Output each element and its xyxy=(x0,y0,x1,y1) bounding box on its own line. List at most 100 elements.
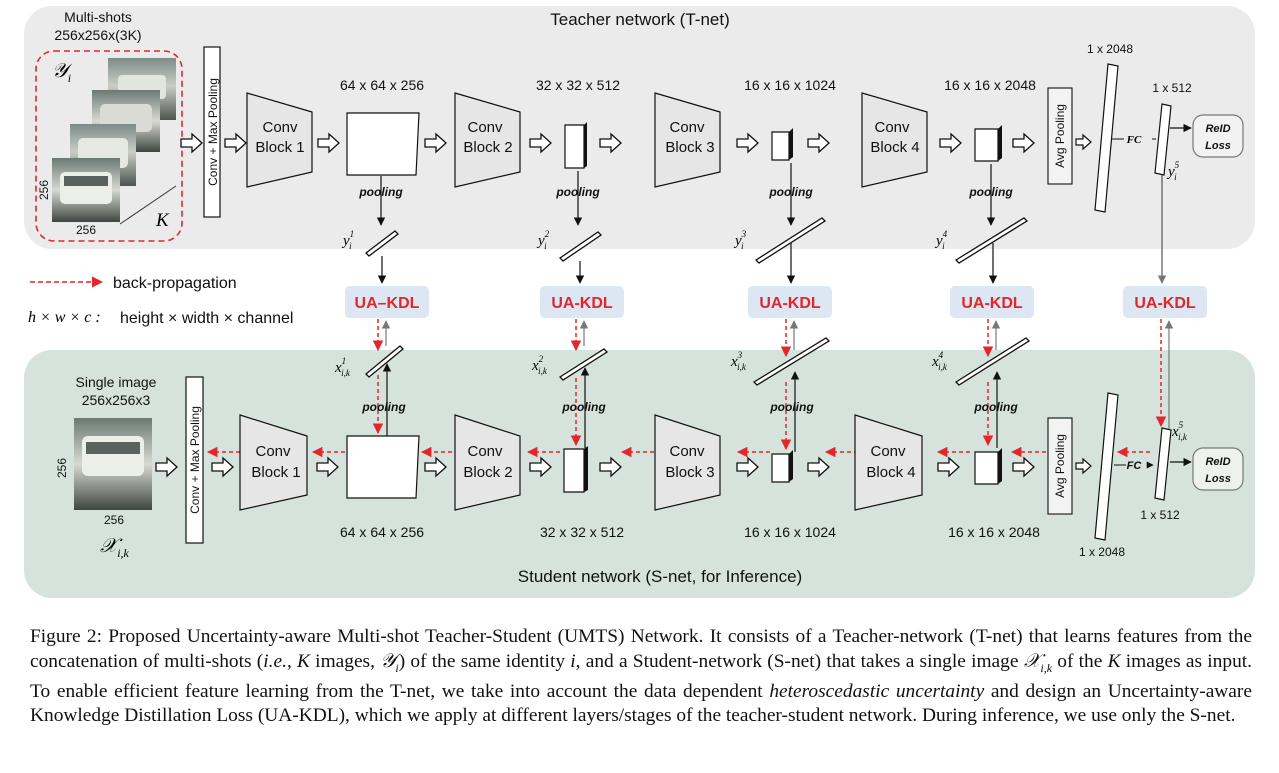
svg-text:Block 2: Block 2 xyxy=(463,464,512,481)
stack-count-K: K xyxy=(155,210,170,231)
student-feature-map-4 xyxy=(974,448,1002,485)
figure-caption: Figure 2: Proposed Uncertainty-aware Mul… xyxy=(30,626,1252,727)
legend-backprop-text: back-propagation xyxy=(113,275,237,292)
student-pooling-2: pooling xyxy=(561,367,606,448)
student-conv-maxpool-bar xyxy=(185,376,204,544)
svg-text:UA–KDL: UA–KDL xyxy=(355,295,420,312)
umts-diagram: Teacher network (T-net) Student network … xyxy=(24,6,1255,598)
student-conv-block-4: Conv Block 4 xyxy=(854,414,923,511)
teacher-conv-maxpool-label: Conv + Max Pooling xyxy=(206,78,220,186)
teacher-feature-map-4 xyxy=(974,125,1002,162)
teacher-feature-rod-3 xyxy=(754,217,827,264)
svg-text:UA-KDL: UA-KDL xyxy=(961,295,1023,312)
student-feature-rod-2 xyxy=(558,348,609,381)
teacher-conv-block-3: Conv Block 3 xyxy=(654,92,721,188)
svg-text:Loss: Loss xyxy=(1205,140,1231,152)
student-pooling-4: pooling xyxy=(973,371,1018,448)
student-feature-rod-1 xyxy=(365,345,404,378)
teacher-conv-block-2: Conv Block 2 xyxy=(454,92,521,188)
svg-text:Conv: Conv xyxy=(669,443,705,460)
student-input-title: Single image xyxy=(76,374,157,390)
teacher-fc-label: FC xyxy=(1126,134,1142,146)
student-avg-pool-label: Avg Pooling xyxy=(1053,434,1067,498)
student-feature-rod-3 xyxy=(752,337,831,386)
student-fc-label: FC xyxy=(1127,460,1143,472)
legend-dims-formula: h × w × c : xyxy=(28,309,101,326)
svg-text:pooling: pooling xyxy=(968,185,1013,199)
student-conv-maxpool-label: Conv + Max Pooling xyxy=(188,406,202,514)
svg-text:Conv: Conv xyxy=(467,443,503,460)
teacher-feature-rod-2 xyxy=(558,231,603,262)
student-panel xyxy=(24,350,1255,598)
teacher-feature-map-3 xyxy=(771,128,793,161)
student-dims-2: 32 x 32 x 512 xyxy=(540,524,624,540)
student-pooling-3: pooling xyxy=(769,371,814,452)
svg-text:Block 4: Block 4 xyxy=(866,464,915,481)
uakdl-box-2: UA-KDL xyxy=(540,286,624,318)
teacher-vector-512 xyxy=(1154,103,1172,176)
teacher-dims-4: 16 x 16 x 2048 xyxy=(944,77,1036,93)
student-pooling-1: pooling xyxy=(361,363,406,436)
teacher-dims-2: 32 x 32 x 512 xyxy=(536,77,620,93)
student-conv-block-3: Conv Block 3 xyxy=(654,414,721,511)
svg-text:UA-KDL: UA-KDL xyxy=(1134,295,1196,312)
student-input-image xyxy=(74,418,152,510)
svg-text:Block 4: Block 4 xyxy=(870,139,919,156)
svg-text:pooling: pooling xyxy=(555,185,600,199)
svg-text:Block 1: Block 1 xyxy=(255,139,304,156)
teacher-avg-pool-label: Avg Pooling xyxy=(1053,104,1067,168)
student-img-height: 256 xyxy=(55,458,69,478)
teacher-reid-loss xyxy=(1192,114,1244,158)
teacher-img-height: 256 xyxy=(37,180,51,200)
teacher-conv-block-1: Conv Block 1 xyxy=(246,92,313,188)
svg-text:pooling: pooling xyxy=(769,400,814,414)
student-conv-block-2: Conv Block 2 xyxy=(454,414,521,511)
teacher-pooling-2: pooling xyxy=(555,171,600,226)
student-dims-4: 16 x 16 x 2048 xyxy=(948,524,1040,540)
teacher-pooling-3: pooling xyxy=(768,163,813,226)
teacher-panel xyxy=(24,6,1255,249)
uakdl-box-4: UA-KDL xyxy=(950,286,1034,318)
uakdl-box-5: UA-KDL xyxy=(1123,286,1207,318)
teacher-input-size: 256x256x(3K) xyxy=(54,27,141,43)
student-vector-2048 xyxy=(1094,392,1119,541)
teacher-dims-1: 64 x 64 x 256 xyxy=(340,77,424,93)
teacher-arrow-input xyxy=(180,132,203,154)
svg-text:UA-KDL: UA-KDL xyxy=(759,295,821,312)
teacher-feature-map-1 xyxy=(346,112,420,176)
student-reid-loss xyxy=(1192,447,1244,491)
teacher-feature-rod-4 xyxy=(954,217,1029,264)
svg-text:UA-KDL: UA-KDL xyxy=(551,295,613,312)
teacher-pooling-1: pooling xyxy=(358,176,403,226)
teacher-conv-block-4: Conv Block 4 xyxy=(861,92,928,188)
student-avg-pool-bar xyxy=(1047,417,1073,515)
teacher-vec512-label: 1 x 512 xyxy=(1152,81,1192,95)
teacher-feature-rod-1 xyxy=(365,230,399,257)
svg-text:Block 3: Block 3 xyxy=(665,139,714,156)
teacher-input-title: Multi-shots xyxy=(64,9,132,25)
student-vec512-label: 1 x 512 xyxy=(1140,508,1180,522)
student-vector-512 xyxy=(1154,427,1172,501)
teacher-pooling-4: pooling xyxy=(968,164,1013,226)
teacher-img-width: 256 xyxy=(76,223,96,237)
teacher-conv-maxpool-bar xyxy=(203,46,221,218)
svg-text:Conv: Conv xyxy=(874,119,910,136)
multishot-image-stack xyxy=(52,58,177,225)
student-feature-rod-4 xyxy=(954,337,1031,386)
student-vec2048-label: 1 x 2048 xyxy=(1079,545,1125,559)
student-feature-map-1 xyxy=(346,435,420,499)
svg-text:pooling: pooling xyxy=(561,400,606,414)
student-input-size: 256x256x3 xyxy=(82,392,151,408)
svg-text:ReID: ReID xyxy=(1205,456,1230,468)
svg-text:Loss: Loss xyxy=(1205,473,1231,485)
teacher-avg-pool-bar xyxy=(1047,87,1073,185)
student-title: Student network (S-net, for Inference) xyxy=(518,567,802,586)
svg-text:Conv: Conv xyxy=(255,443,291,460)
